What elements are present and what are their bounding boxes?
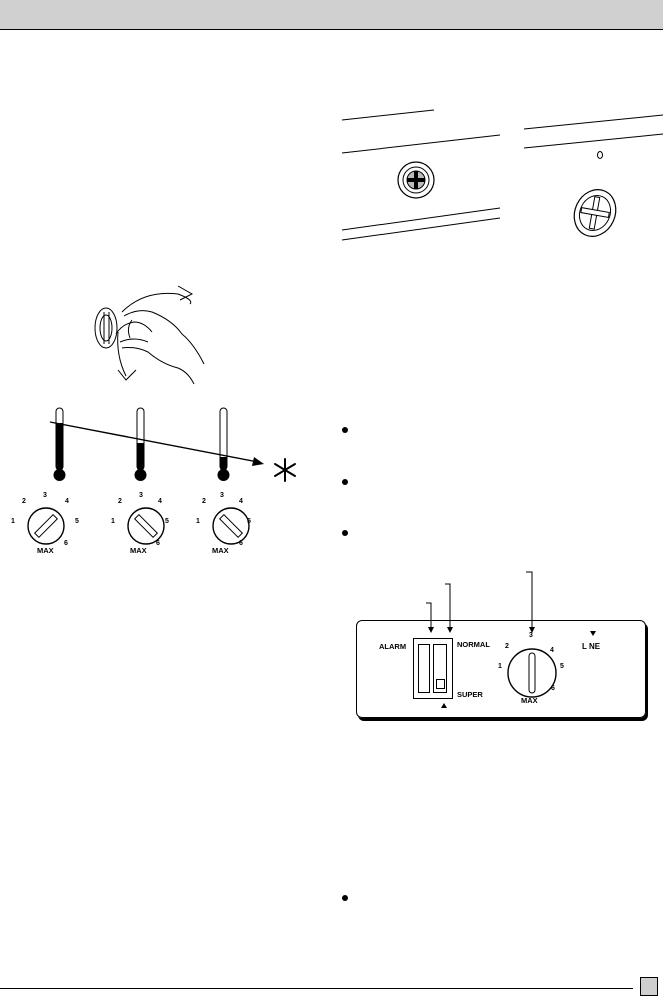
dial-number: 6 bbox=[64, 540, 68, 547]
dial-number: 2 bbox=[202, 498, 206, 505]
dial-number: 1 bbox=[498, 663, 502, 670]
line-label: L NE bbox=[582, 642, 601, 651]
control-panel: ALARM NORMAL SUPER 1 2 3 4 5 6 MAX L NE bbox=[356, 620, 646, 718]
dial-label: MAX bbox=[521, 696, 538, 705]
dial-number: 3 bbox=[43, 492, 47, 499]
adjusting-screw-illustration bbox=[341, 109, 663, 241]
dial-label: MAX bbox=[37, 546, 54, 555]
thermometer-icon bbox=[217, 407, 230, 481]
hand-turning-knob-illustration bbox=[94, 285, 205, 385]
dial-1: 1 2 3 4 5 6 MAX bbox=[6, 488, 86, 564]
dial-number: 5 bbox=[560, 663, 564, 670]
bullet-point bbox=[342, 427, 348, 433]
bullet-point bbox=[342, 530, 348, 536]
super-indicator-icon bbox=[441, 703, 447, 708]
callout-lines bbox=[426, 571, 535, 633]
mode-switch[interactable] bbox=[413, 638, 453, 699]
temperature-diagram bbox=[49, 407, 296, 482]
thermometer-icon bbox=[134, 407, 147, 481]
switch-slot bbox=[433, 644, 447, 693]
bullet-point bbox=[342, 895, 348, 901]
dial-number: 6 bbox=[551, 685, 555, 692]
dial-label: MAX bbox=[130, 546, 147, 555]
dial-number: 2 bbox=[505, 643, 509, 650]
dial-number: 3 bbox=[220, 492, 224, 499]
dial-3: 1 2 3 4 5 6 MAX bbox=[191, 488, 271, 564]
dial-number: 4 bbox=[158, 498, 162, 505]
bullet-point bbox=[342, 479, 348, 485]
dial-number: 1 bbox=[196, 518, 200, 525]
dial-number: 4 bbox=[550, 647, 554, 654]
screw-right-icon bbox=[573, 189, 617, 237]
header-bar bbox=[0, 0, 663, 30]
footer-rule bbox=[0, 988, 633, 989]
dial-number: 4 bbox=[65, 498, 69, 505]
dial-number: 3 bbox=[139, 492, 143, 499]
dial-number: 5 bbox=[75, 518, 79, 525]
dial-number: 5 bbox=[247, 518, 251, 525]
snowflake-icon bbox=[274, 458, 296, 482]
alarm-label: ALARM bbox=[379, 642, 407, 651]
dial-2: 1 2 3 4 5 6 MAX bbox=[106, 488, 186, 564]
super-label: SUPER bbox=[457, 690, 483, 699]
dial-number: 3 bbox=[529, 632, 533, 639]
dial-number: 5 bbox=[165, 518, 169, 525]
normal-label: NORMAL bbox=[457, 640, 490, 649]
page-number-box bbox=[640, 977, 658, 996]
dial-number: 2 bbox=[118, 498, 122, 505]
thermostat-dial[interactable]: 1 2 3 4 5 6 MAX bbox=[497, 629, 567, 713]
dial-number: 6 bbox=[156, 540, 160, 547]
thermometer-icon bbox=[53, 407, 66, 481]
dial-label: MAX bbox=[212, 546, 229, 555]
screw-left-icon bbox=[397, 161, 435, 199]
dial-number: 1 bbox=[11, 518, 15, 525]
dial-number: 4 bbox=[239, 498, 243, 505]
line-indicator-icon bbox=[590, 631, 596, 636]
switch-slider[interactable] bbox=[436, 679, 445, 689]
switch-slot bbox=[418, 644, 430, 693]
dial-number: 2 bbox=[22, 498, 26, 505]
dial-number: 6 bbox=[239, 540, 243, 547]
dial-number: 1 bbox=[111, 518, 115, 525]
